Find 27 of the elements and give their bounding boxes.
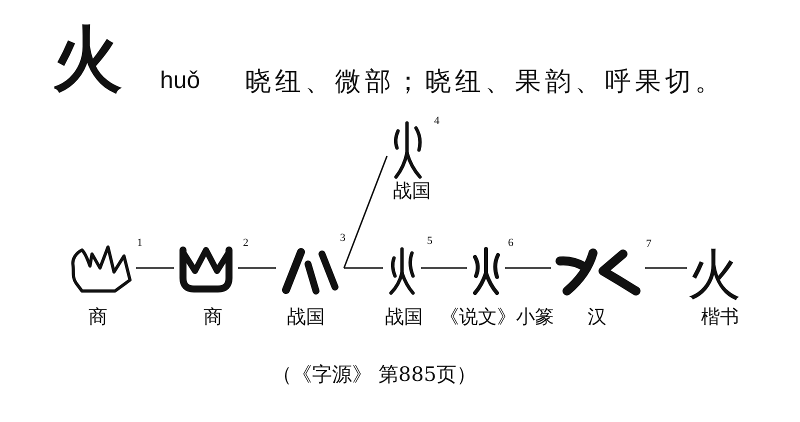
pinyin-text: huǒ [160,69,200,93]
callout-number: 5 [427,236,432,247]
era-label: 商 [88,308,108,327]
callout-number: 3 [340,233,346,244]
connector-line [505,267,551,269]
connector-line [343,156,388,268]
source-caption: （《字源》 第885页） [272,364,477,384]
regular-script-character: 火 [687,248,741,302]
era-label: 战国 [287,308,325,327]
connector-line [344,267,383,269]
era-label: 汉 [588,308,606,327]
era-label: 商 [204,308,222,327]
callout-number: 1 [137,238,142,249]
era-label: 战国 [393,182,431,201]
callout-number: 7 [646,239,652,250]
connector-line [645,267,687,269]
connector-line [421,267,467,269]
callout-number: 4 [434,116,440,127]
era-label: 战国 [385,308,423,327]
connector-line [136,267,174,269]
era-label: 《说文》小篆 [440,308,554,327]
connector-line [238,267,276,269]
era-label: 楷书 [701,308,739,327]
callout-number: 6 [508,238,514,249]
callout-number: 2 [243,238,248,249]
phonology-note: 晓纽、微部；晓纽、果韵、呼果切。 [245,69,725,95]
heading-character: 火 [52,24,122,94]
